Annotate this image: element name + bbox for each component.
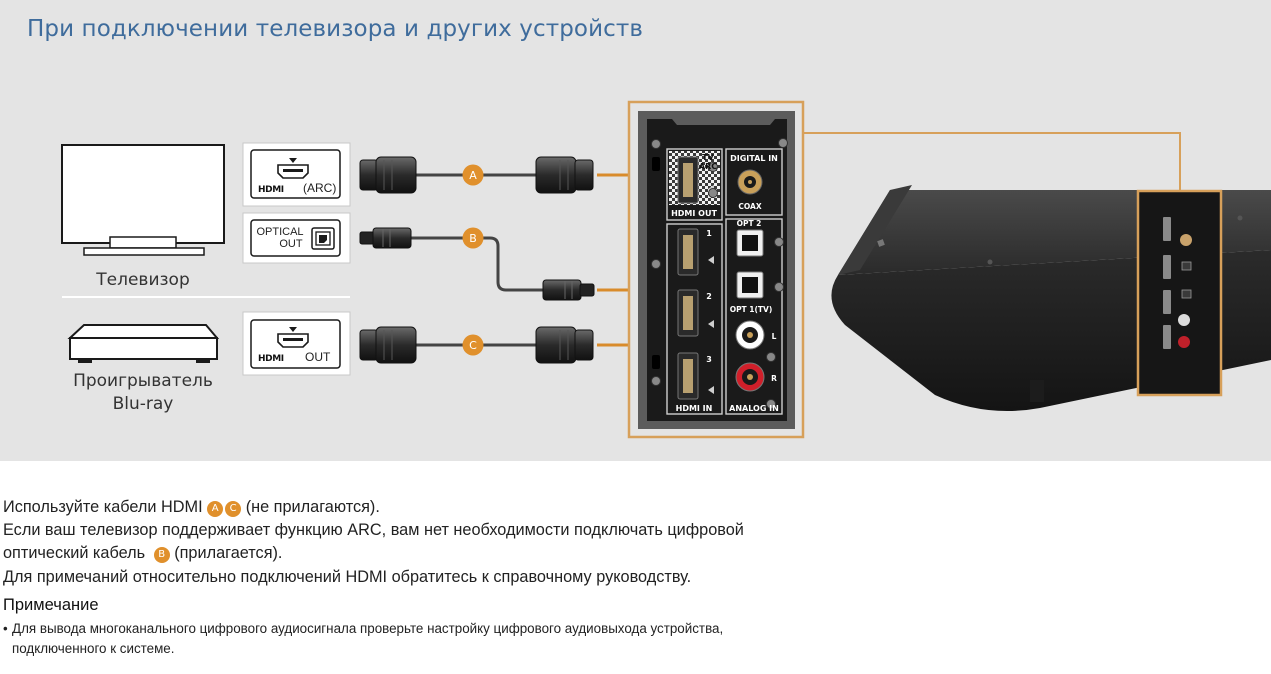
hdmi-logo: HDMI xyxy=(258,185,284,195)
tv-optical-out-port-box: OPTICAL OUT xyxy=(242,212,351,264)
digital-in-label: DIGITAL IN xyxy=(730,154,778,163)
cable-a-inline-badge: A xyxy=(207,501,224,517)
cable-a-hdmi xyxy=(359,156,594,194)
hdmi-in-1-label: 1 xyxy=(706,229,712,238)
cable-a-letter: A xyxy=(469,169,477,182)
page-title: При подключении телевизора и других устр… xyxy=(27,16,644,42)
optical-label-line1: OPTICAL xyxy=(256,226,303,238)
cable-c-hdmi xyxy=(359,326,594,364)
player-hdmi-out-port-box: HDMI OUT xyxy=(242,311,351,376)
cable-c-inline-badge: C xyxy=(225,501,242,517)
panel-screws xyxy=(651,138,788,409)
hdmi-in-label: HDMI IN xyxy=(676,404,713,413)
panel-digital-ports xyxy=(736,169,764,299)
bluray-player-illustration xyxy=(67,324,220,363)
callout-line xyxy=(803,132,1181,191)
opt2-label: OPT 2 xyxy=(737,219,762,228)
panel-hole xyxy=(652,157,660,171)
note-heading: Примечание xyxy=(3,596,99,614)
soundbar-rear-ports xyxy=(1163,217,1192,349)
hdmi-logo: HDMI xyxy=(258,354,284,364)
optical-port-icon xyxy=(311,227,335,250)
coax-label: COAX xyxy=(738,202,761,211)
player-label-line2: Blu-ray xyxy=(113,394,174,414)
arc-label: (ARC) xyxy=(303,181,336,195)
instruction-line-2: Если ваш телевизор поддерживает функцию … xyxy=(3,521,744,539)
cable-a-badge xyxy=(462,164,484,186)
hdmi-out-label: HDMI OUT xyxy=(671,209,717,218)
connection-diagram: Телевизор Проигрыватель Blu-ray HDMI (AR… xyxy=(61,100,1271,439)
hdmi-in-3-label: 3 xyxy=(706,355,712,364)
soundbar-rear-panel xyxy=(1137,191,1221,395)
panel-analog-ports xyxy=(735,320,765,392)
hdmi-in-2-label: 2 xyxy=(706,292,712,301)
opt1-label: OPT 1(TV) xyxy=(730,305,773,314)
note-bullet: • xyxy=(3,621,8,636)
note-line-1: Для вывода многоканального цифрового ауд… xyxy=(12,621,724,636)
cable-b-letter: B xyxy=(469,232,477,245)
instruction-line-3-pre: оптический кабель xyxy=(3,544,146,562)
panel-section-outlines xyxy=(666,148,783,415)
panel-hdmi-ports xyxy=(677,156,699,400)
tv-hdmi-arc-port-box: HDMI (ARC) xyxy=(242,142,351,207)
cable-b-badge xyxy=(462,227,484,249)
analog-l-label: L xyxy=(772,332,777,341)
panel-labels: TV ARC HDMI OUT DIGITAL IN COAX OPT 2 OP… xyxy=(671,153,779,413)
note-line-2: подключенного к системе. xyxy=(12,641,175,656)
analog-in-label: ANALOG IN xyxy=(729,404,779,413)
player-label-line1: Проигрыватель xyxy=(73,371,213,391)
instruction-line-1-post: (не прилагаются). xyxy=(245,498,380,516)
cable-c-letter: C xyxy=(469,339,477,352)
cable-b-optical xyxy=(359,227,595,301)
instruction-line-3: оптический кабель B (прилагается). xyxy=(3,544,282,563)
triangle-marker-icon xyxy=(289,327,297,332)
instruction-line-4: Для примечаний относительно подключений … xyxy=(3,568,692,586)
optical-label-line2: OUT xyxy=(279,238,303,250)
panel-hole xyxy=(652,355,660,369)
instruction-line-3-post: (прилагается). xyxy=(174,544,283,562)
out-label: OUT xyxy=(305,350,331,364)
tv-label: Телевизор xyxy=(95,270,189,290)
tv-arc-label-line2: ARC xyxy=(699,162,717,171)
cable-b-inline-badge: B xyxy=(153,547,170,563)
triangle-marker-icon xyxy=(289,158,297,163)
tv-illustration xyxy=(61,144,225,256)
instruction-line-1-pre: Используйте кабели HDMI xyxy=(3,498,203,516)
cable-c-badge xyxy=(462,334,484,356)
tv-arc-label-line1: TV xyxy=(702,153,714,162)
analog-r-label: R xyxy=(771,374,777,383)
